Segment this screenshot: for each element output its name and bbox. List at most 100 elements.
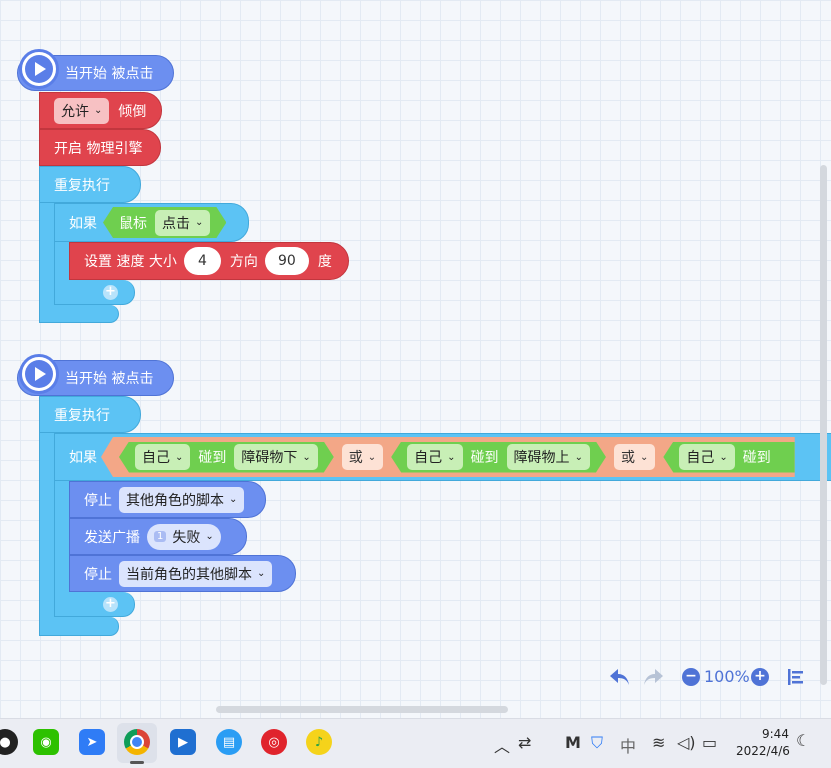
self-dropdown-2[interactable]: 自己⌄ <box>407 444 462 470</box>
target-dropdown-label: 障碍物上 <box>513 450 570 466</box>
redo-icon <box>644 669 663 685</box>
set-speed-block[interactable]: 设置 速度 大小 4 方向 90 度 <box>69 242 349 280</box>
or-dropdown-1[interactable]: 或⌄ <box>341 444 384 470</box>
wechat-icon[interactable]: ◉ <box>33 729 59 755</box>
allow-dropdown[interactable]: 允许⌄ <box>54 97 110 124</box>
qq-music-icon[interactable]: ♪ <box>306 729 332 755</box>
broadcast-label: 发送广播 <box>84 529 140 546</box>
stop-dropdown-2[interactable]: 当前角色的其他脚本 ⌄ <box>119 560 273 587</box>
stop-label: 停止 <box>84 492 112 509</box>
clock-time[interactable]: 9:44 <box>762 727 789 741</box>
zoom-in-icon: + <box>754 668 766 684</box>
self-dropdown-1[interactable]: 自己 ⌄ <box>135 444 190 470</box>
chevron-down-icon: ⌄ <box>205 531 214 542</box>
broadcast-dropdown[interactable]: 1 失败 ⌄ <box>147 523 221 550</box>
stop-block-1[interactable]: 停止 其他角色的脚本⌄ <box>69 481 266 518</box>
wifi-icon[interactable]: ≋ <box>652 733 666 752</box>
chevron-down-icon: ⌄ <box>175 451 184 463</box>
repeat-label: 重复执行 <box>54 407 110 424</box>
repeat-footer <box>39 617 119 636</box>
target-dropdown-1[interactable]: 障碍物下 ⌄ <box>234 444 317 470</box>
click-dropdown[interactable]: 点击⌄ <box>155 210 210 236</box>
shield-icon[interactable]: ⛉ <box>591 733 604 752</box>
if-label: 如果 <box>69 215 97 232</box>
play-icon[interactable] <box>19 354 59 394</box>
self-dropdown-label: 自己 <box>686 450 715 466</box>
target-dropdown-2[interactable]: 障碍物上⌄ <box>507 444 590 470</box>
message-badge: 1 <box>154 531 167 542</box>
if-block[interactable]: 如果 鼠标 点击⌄ <box>54 203 249 242</box>
or-dropdown-label: 或 <box>348 450 363 466</box>
chevron-down-icon: ⌄ <box>229 494 238 505</box>
repeat-header[interactable]: 重复执行 <box>39 166 141 203</box>
repeat-header[interactable]: 重复执行 <box>39 396 141 433</box>
touch-condition-1[interactable]: 自己 ⌄ 碰到 障碍物下 ⌄ <box>119 442 334 473</box>
speed-input[interactable]: 4 <box>183 247 221 275</box>
align-blocks-button[interactable] <box>787 668 805 686</box>
chrome-icon[interactable] <box>124 729 150 755</box>
target-dropdown-label: 障碍物下 <box>241 450 298 466</box>
media-player-icon[interactable]: ▶ <box>170 729 196 755</box>
ime-indicator[interactable]: 中 <box>620 737 637 756</box>
if-footer <box>54 280 135 305</box>
qq-icon[interactable]: ● <box>0 729 18 755</box>
zoom-in-button[interactable]: + <box>751 668 769 686</box>
os-taskbar: ● ◉ ➤ ▶ ▤ ◎ ♪ ︿ ⇄ M ⛉ 中 ≋ ◁) ▭ 9:44 2022… <box>0 718 831 768</box>
stop-dropdown-1[interactable]: 其他角色的脚本⌄ <box>119 486 245 513</box>
undo-button[interactable] <box>608 666 632 688</box>
chevron-down-icon: ⌄ <box>257 568 266 579</box>
if-block[interactable]: 如果 自己⌄ 碰到 障碍物下⌄ 或⌄ 自己⌄ 碰到 障碍物上⌄ 或⌄ 自己⌄ 碰… <box>54 433 831 481</box>
chevron-down-icon: ⌄ <box>639 451 649 463</box>
touch-condition-3[interactable]: 自己 ⌄ 碰到 <box>663 441 795 473</box>
feishu-icon[interactable]: ➤ <box>79 729 105 755</box>
vertical-scrollbar[interactable] <box>820 165 827 685</box>
redo-button[interactable] <box>641 666 665 688</box>
self-dropdown-3[interactable]: 自己 ⌄ <box>679 444 735 470</box>
allow-tilt-block[interactable]: 允许⌄ 倾倒 <box>39 92 162 129</box>
zoom-level: 100% <box>704 667 750 686</box>
play-icon[interactable] <box>19 49 59 89</box>
align-icon <box>788 669 803 685</box>
tilt-label: 倾倒 <box>118 103 147 120</box>
or-condition[interactable]: 自己⌄ 碰到 障碍物下⌄ 或⌄ 自己⌄ 碰到 障碍物上⌄ 或⌄ 自己⌄ 碰到 <box>101 437 795 477</box>
volume-icon[interactable]: ◁) <box>677 733 696 752</box>
physics-label: 开启 物理引擎 <box>54 140 143 157</box>
chevron-down-icon: ⌄ <box>719 451 728 463</box>
self-dropdown-label: 自己 <box>142 450 170 466</box>
self-dropdown-label: 自己 <box>414 450 443 466</box>
direction-input[interactable]: 90 <box>264 247 309 275</box>
chevron-up-icon[interactable]: ︿ <box>494 737 511 756</box>
allow-dropdown-label: 允许 <box>61 103 89 120</box>
touch-label-1: 碰到 <box>198 450 227 466</box>
add-block-icon[interactable]: + <box>103 597 118 612</box>
netease-music-icon[interactable]: ◎ <box>261 729 287 755</box>
repeat-footer <box>39 305 119 323</box>
broadcast-dropdown-label: 失败 <box>172 529 201 546</box>
direction-label: 方向 <box>229 254 258 270</box>
undo-icon <box>610 669 629 685</box>
hat-label: 当开始 被点击 <box>65 371 154 387</box>
touch-label-3: 碰到 <box>742 450 771 466</box>
add-block-icon[interactable]: + <box>103 285 118 300</box>
stop-label: 停止 <box>84 566 112 583</box>
chevron-down-icon: ⌄ <box>195 217 204 228</box>
reader-icon[interactable]: ▤ <box>216 729 242 755</box>
broadcast-block[interactable]: 发送广播 1 失败 ⌄ <box>69 518 247 555</box>
mouse-click-condition[interactable]: 鼠标 点击⌄ <box>103 207 226 238</box>
battery-icon[interactable]: ▭ <box>702 733 718 752</box>
tray-app-icon[interactable]: M <box>565 733 581 752</box>
chevron-down-icon: ⌄ <box>302 451 311 463</box>
moon-icon[interactable]: ☾ <box>796 731 811 750</box>
touch-condition-2[interactable]: 自己⌄ 碰到 障碍物上⌄ <box>391 442 606 473</box>
horizontal-scrollbar[interactable] <box>216 706 508 713</box>
touch-label-2: 碰到 <box>470 450 499 466</box>
stop-block-2[interactable]: 停止 当前角色的其他脚本 ⌄ <box>69 555 296 592</box>
hat-label: 当开始 被点击 <box>65 66 154 82</box>
clock-date[interactable]: 2022/4/6 <box>736 744 790 758</box>
zoom-out-button[interactable]: − <box>682 668 700 686</box>
or-dropdown-2[interactable]: 或⌄ <box>613 444 656 470</box>
stop-dropdown-label: 当前角色的其他脚本 <box>126 566 252 583</box>
enable-physics-block[interactable]: 开启 物理引擎 <box>39 129 161 166</box>
sliders-icon[interactable]: ⇄ <box>518 733 532 752</box>
chrome-active-indicator <box>130 761 144 764</box>
